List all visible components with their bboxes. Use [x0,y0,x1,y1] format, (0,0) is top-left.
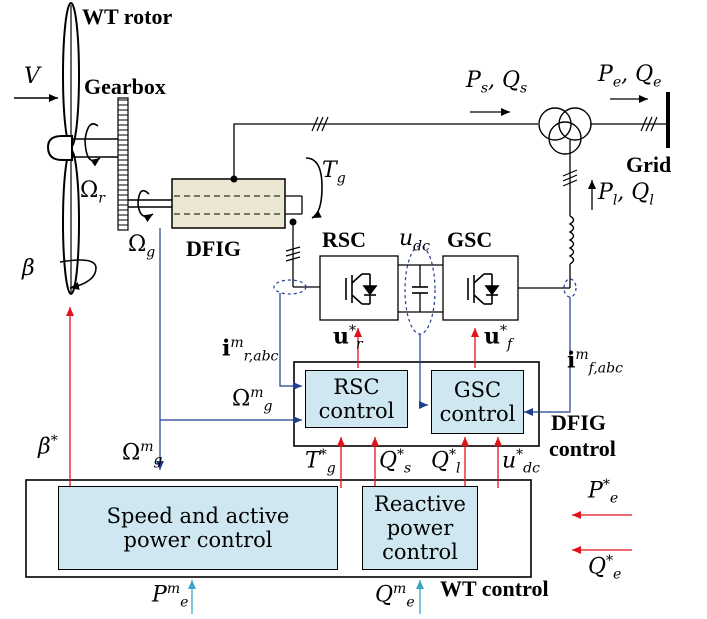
transformer-icon [538,107,592,155]
symbol-p: P [598,62,613,87]
symbol-q: Q [379,448,398,474]
qe-m-symbol: Qme [375,581,415,611]
speed-active-power-control-block: Speed and active power control [58,486,338,570]
ur-star-symbol: u*r [333,323,363,353]
pe-m-symbol: Pme [152,581,189,611]
measurement-ellipses [273,245,577,335]
wt-control-frame [25,479,532,578]
pl-ql-symbol: Pl, Ql [598,180,654,209]
symbol-t: T [322,158,337,183]
symbol-omega: Ω [122,440,141,466]
symbol-beta: β [38,434,51,460]
pe-star-symbol: P*e [588,477,619,507]
uf-star-symbol: u*f [484,323,513,353]
high-speed-shaft [128,199,172,208]
filter-inductor [568,215,575,265]
rsc-control-block: RSC control [305,370,408,428]
ps-qs-symbol: Ps, Qs [466,68,528,97]
junction-dot [230,175,238,183]
rsc-label: RSC [322,227,367,252]
symbol-u: u [399,226,414,251]
symbol-sub: dc [413,238,430,255]
dfig-machine [171,178,286,229]
qe-star-symbol: Q*e [588,553,622,583]
wind-speed-symbol: V [24,66,40,88]
rotation-arrow-beta [59,259,97,290]
wt-control-label: WT control [440,576,549,601]
junction-dot [289,218,297,226]
symbol-sub: g [146,244,156,261]
symbol-p: P [588,478,603,504]
omega-r-symbol: Ωr [80,178,105,207]
if-abc-symbol: imf,abc [567,347,623,377]
ql-star-symbol: Q*l [431,447,461,477]
symbol-sub: g [336,170,346,187]
pe-qe-symbol: Pe, Qe [598,62,662,91]
symbol-u: u [333,323,349,350]
reactive-power-control-block: Reactive power control [362,486,478,570]
omega-g-symbol: Ωg [128,232,156,261]
rotor-hub [46,135,73,161]
symbol-q: Q [588,554,607,580]
symbol-omega: Ω [232,386,251,412]
symbol-omega: Ω [128,232,147,257]
measurement-signals [156,228,571,470]
ir-abc-symbol: imr,abc [222,335,279,365]
symbol-omega: Ω [80,178,99,203]
dfig-inner-lines [174,195,283,215]
wt-rotor-label: WT rotor [82,4,173,29]
dc-capacitor [412,286,428,294]
measurement-signals-light [188,580,424,614]
dfig-shaft-end [285,195,303,215]
symbol-u: u [484,323,500,350]
dfig-control-label: DFIG control [549,410,616,462]
dfig-control-frame [293,361,540,447]
symbol-beta: β [22,256,35,281]
igbt-icon [467,273,500,305]
dfig-label: DFIG [186,236,241,261]
low-speed-shaft [72,138,118,158]
udc-star-symbol: u*dc [502,447,540,477]
beta-symbol: β [22,258,35,280]
omega-gm-symbol-lower: Ωmg [122,439,163,469]
symbol-v: V [24,64,40,89]
grid-label: Grid [626,152,672,177]
symbol-p: P [152,582,167,608]
symbol-q: Q [375,582,394,608]
symbol-q: Q [431,448,450,474]
igbt-icon [345,273,378,305]
symbol-i: i [567,347,576,374]
rotation-arrow-omega-r [84,123,101,167]
three-phase-marks [285,116,658,262]
gearbox-label: Gearbox [84,74,166,99]
gearbox-icon [117,97,129,231]
beta-star-symbol: β* [38,433,58,460]
gsc-converter [442,255,519,321]
udc-symbol: udc [399,226,430,255]
symbol-p: P [466,68,481,93]
rotation-arrow-omega-g [137,189,154,223]
omega-gm-symbol-upper: Ωmg [232,385,273,415]
symbol-sub: r [98,190,105,207]
qs-star-symbol: Q*s [379,447,412,477]
symbol-u: u [502,448,517,474]
symbol-i: i [222,335,231,362]
reference-signals [66,307,632,554]
gsc-control-block: GSC control [431,370,524,434]
rsc-converter [319,255,399,321]
tg-star-symbol: T*g [305,447,336,477]
symbol-p: P [598,180,613,205]
symbol-t: T [305,448,320,474]
tg-symbol: Tg [322,158,346,187]
gsc-label: GSC [447,227,493,252]
dfig-control-line2: control [549,435,616,461]
rotation-arrow-torque [305,157,323,219]
dfig-control-line1: DFIG [551,410,606,435]
